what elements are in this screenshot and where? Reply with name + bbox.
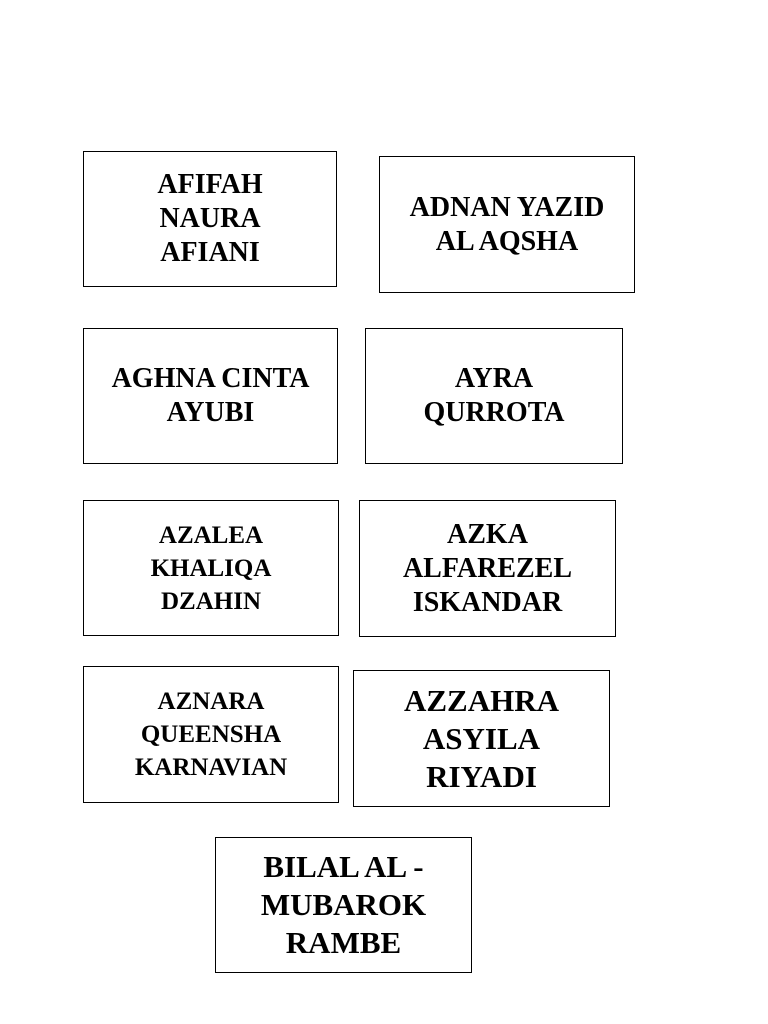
name-label: AGHNA CINTA AYUBI xyxy=(111,363,310,428)
name-label: AZNARA QUEENSHA KARNAVIAN xyxy=(134,688,288,781)
name-label: ADNAN YAZID AL AQSHA xyxy=(409,191,605,257)
name-label: AZALEA KHALIQA DZAHIN xyxy=(150,521,272,615)
name-card: AGHNA CINTA AYUBI xyxy=(83,328,338,464)
name-card: AZALEA KHALIQA DZAHIN xyxy=(83,500,339,636)
name-label: BILAL AL - MUBAROK RAMBE xyxy=(260,849,427,960)
name-card: AYRA QURROTA xyxy=(365,328,623,464)
name-card: ADNAN YAZID AL AQSHA xyxy=(379,156,635,293)
name-card: AFIFAH NAURA AFIANI xyxy=(83,151,337,287)
name-label: AFIFAH NAURA AFIANI xyxy=(157,169,263,268)
name-card: BILAL AL - MUBAROK RAMBE xyxy=(215,837,472,973)
name-card: AZNARA QUEENSHA KARNAVIAN xyxy=(83,666,339,803)
name-card: AZZAHRA ASYILA RIYADI xyxy=(353,670,610,807)
name-label: AZZAHRA ASYILA RIYADI xyxy=(403,682,559,794)
name-label: AYRA QURROTA xyxy=(423,363,565,428)
name-card: AZKA ALFAREZEL ISKANDAR xyxy=(359,500,616,637)
name-label: AZKA ALFAREZEL ISKANDAR xyxy=(402,518,573,618)
